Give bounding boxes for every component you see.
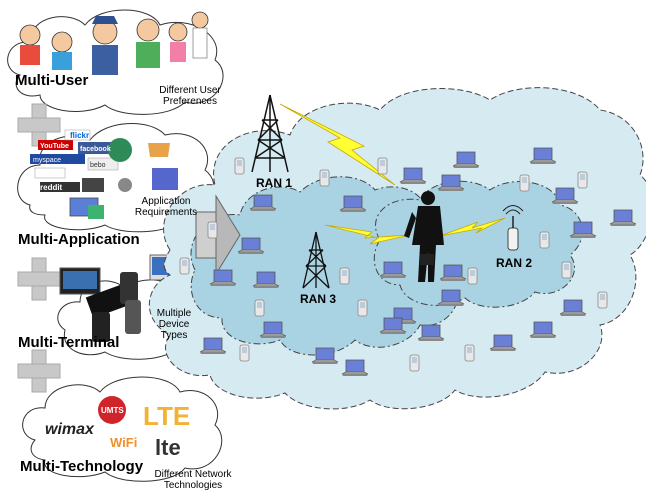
laptop-icon [399,167,427,185]
plus-icon [17,349,61,393]
laptop-icon [379,317,407,335]
phone-icon [467,267,478,285]
multi-terminal-caption: Multiple Device Types [156,308,192,341]
laptop-icon [559,299,587,317]
laptop-icon [489,334,517,352]
plus-icon [17,257,61,301]
lightning-bolt-icon [439,217,506,237]
ran3-tower-icon [302,231,330,289]
phone-icon [561,261,572,279]
phone-icon [377,157,388,175]
phone-icon [254,299,265,317]
laptop-icon [199,337,227,355]
laptop-icon [609,209,637,227]
phone-icon [234,157,245,175]
multi-user-title: Multi-User [15,72,89,89]
ran2-access-point-icon [502,205,524,251]
laptop-icon [209,269,237,287]
laptop-icon [452,151,480,169]
multi-technology-cloud [22,376,223,482]
ran2-label: RAN 2 [496,256,533,270]
laptop-icon [379,261,407,279]
multi-application-caption: Application Requirements [134,196,198,218]
laptop-icon [437,289,465,307]
phone-icon [464,344,475,362]
reddit-logo: reddit [40,183,63,192]
ran2-coverage-cloud [373,180,583,308]
lightning-bolt-icon [279,103,396,186]
wifi-logo: WiFi [110,435,137,450]
laptop-icon [237,237,265,255]
users-illustration-icon [19,11,209,75]
laptop-icon [439,264,467,282]
multi-terminal-title: Multi-Terminal [18,334,120,351]
laptop-icon [437,174,465,192]
youtube-logo: YouTube [40,143,69,150]
multi-application-title: Multi-Application [18,231,140,248]
laptop-icon [249,194,277,212]
ran1-tower-icon [251,94,289,173]
wimax-logo: wimax [45,421,95,438]
flickr-logo: flickr [70,131,89,140]
laptop-icon [529,321,557,339]
laptop-icon [569,221,597,239]
facebook-logo: facebook [80,146,111,153]
laptop-icon [311,347,339,365]
phone-icon [519,174,530,192]
phone-icon [179,257,190,275]
phone-icon [577,171,588,189]
mobile-user-icon [404,191,444,282]
laptop-icon [417,324,445,342]
phone-icon [319,169,330,187]
phone-icon [409,354,420,372]
phone-icon [357,299,368,317]
lte-logo: LTE [143,401,190,431]
umts-badge [98,396,126,424]
bebo-logo: bebo [90,162,106,169]
ran1-label: RAN 1 [256,176,293,190]
phone-icon [207,221,218,239]
laptop-icon [341,359,369,377]
phone-icon [339,267,350,285]
phone-icon [239,344,250,362]
multi-technology-caption: Different Network Technologies [154,469,232,491]
umts-logo: UMTS [101,406,124,415]
multi-user-caption: Different User Preferences [159,85,221,107]
laptop-icon [529,147,557,165]
laptop-icon [252,271,280,289]
multi-technology-title: Multi-Technology [20,458,144,475]
ran3-label: RAN 3 [300,292,337,306]
app-logos-icon [30,129,178,219]
lte-advanced-logo: lte [155,435,181,460]
phone-icon [597,291,608,309]
laptop-icon [339,195,367,213]
myspace-logo: myspace [33,157,61,164]
phone-icon [539,231,550,249]
laptop-icon [551,187,579,205]
laptop-icon [259,321,287,339]
